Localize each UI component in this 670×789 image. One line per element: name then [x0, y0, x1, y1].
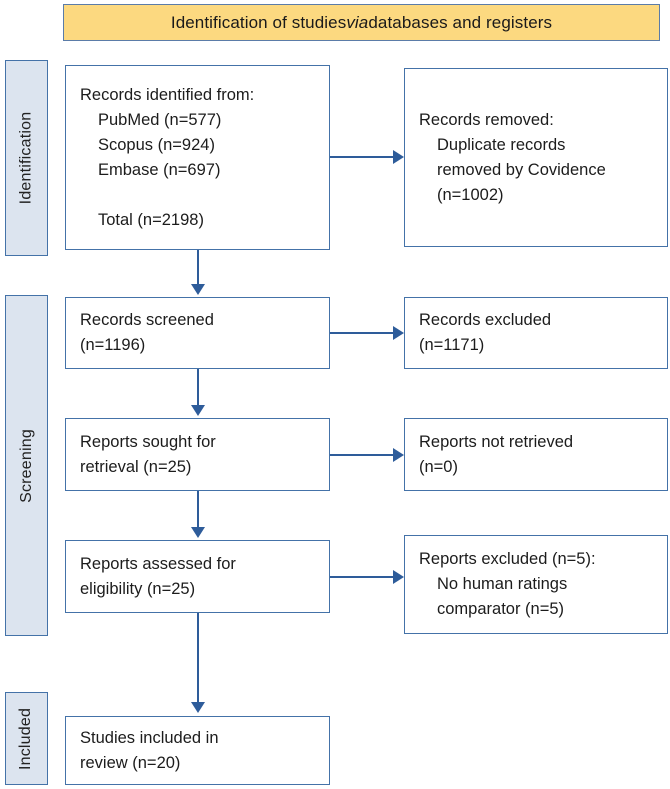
box-line: (n=1171) — [419, 336, 485, 354]
box-records-screened: Records screened (n=1196) — [65, 297, 330, 369]
box-line: review (n=20) — [80, 753, 181, 772]
banner-text-before: Identification of studies — [170, 12, 347, 32]
connector-screened-to-excluded — [330, 332, 393, 334]
connector-screened-to-sought — [197, 369, 199, 407]
box-line: removed by Covidence — [437, 160, 606, 179]
connector-identified-to-screened — [197, 250, 199, 286]
connector-assessed-to-excluded — [330, 576, 393, 578]
arrowhead-identified-to-removed — [393, 150, 404, 164]
box-line: Studies included in — [80, 728, 219, 747]
arrowhead-assessed-to-included — [191, 702, 205, 713]
box-line: Records screened — [80, 311, 214, 329]
box-reports-excluded: Reports excluded (n=5): No human ratings… — [404, 535, 668, 634]
connector-identified-to-removed — [330, 156, 393, 158]
box-line: Embase (n=697) — [98, 160, 221, 179]
box-line: Records excluded — [419, 311, 552, 329]
arrowhead-screened-to-sought — [191, 405, 205, 416]
box-reports-assessed: Reports assessed for eligibility (n=25) — [65, 540, 330, 613]
box-records-identified: Records identified from: PubMed (n=577) … — [65, 65, 330, 250]
box-line-spacer — [80, 183, 315, 208]
stage-label-included: Included — [5, 692, 48, 785]
box-line: Total (n=2198) — [98, 210, 204, 229]
box-line: Records removed: — [419, 110, 554, 129]
arrowhead-sought-to-not-retrieved — [393, 448, 404, 462]
box-line: Reports excluded (n=5): — [419, 550, 596, 568]
box-line: PubMed (n=577) — [98, 110, 222, 129]
box-studies-included: Studies included in review (n=20) — [65, 716, 330, 785]
stage-label-included-text: Included — [17, 707, 35, 770]
box-line: Records identified from: — [80, 85, 255, 104]
box-line: (n=0) — [419, 457, 458, 476]
connector-assessed-to-included — [197, 613, 199, 704]
box-line: Scopus (n=924) — [98, 135, 215, 154]
box-line: eligibility (n=25) — [80, 579, 196, 598]
box-records-excluded: Records excluded (n=1171) — [404, 297, 668, 369]
connector-sought-to-not-retrieved — [330, 454, 393, 456]
box-line: comparator (n=5) — [437, 600, 565, 618]
box-line: (n=1002) — [437, 185, 504, 204]
stage-label-identification-text: Identification — [17, 111, 35, 205]
arrowhead-assessed-to-excluded — [393, 570, 404, 584]
box-records-removed: Records removed: Duplicate records remov… — [404, 68, 668, 247]
banner-text-after: databases and registers — [368, 12, 553, 32]
box-line: Reports not retrieved — [419, 432, 574, 451]
box-line: No human ratings — [437, 575, 568, 593]
connector-sought-to-assessed — [197, 491, 199, 529]
box-line: retrieval (n=25) — [80, 457, 192, 476]
box-reports-not-retrieved: Reports not retrieved (n=0) — [404, 418, 668, 491]
box-line: Reports assessed for — [80, 554, 236, 573]
stage-label-screening: Screening — [5, 295, 48, 636]
identification-banner: Identification of studies via databases … — [63, 4, 660, 41]
arrowhead-identified-to-screened — [191, 284, 205, 295]
banner-text-italic: via — [346, 12, 369, 32]
box-reports-sought: Reports sought for retrieval (n=25) — [65, 418, 330, 491]
arrowhead-sought-to-assessed — [191, 527, 205, 538]
box-line: (n=1196) — [80, 336, 146, 354]
arrowhead-screened-to-excluded — [393, 326, 404, 340]
box-line: Reports sought for — [80, 432, 216, 451]
stage-label-screening-text: Screening — [17, 428, 35, 503]
stage-label-identification: Identification — [5, 60, 48, 256]
box-line: Duplicate records — [437, 135, 566, 154]
